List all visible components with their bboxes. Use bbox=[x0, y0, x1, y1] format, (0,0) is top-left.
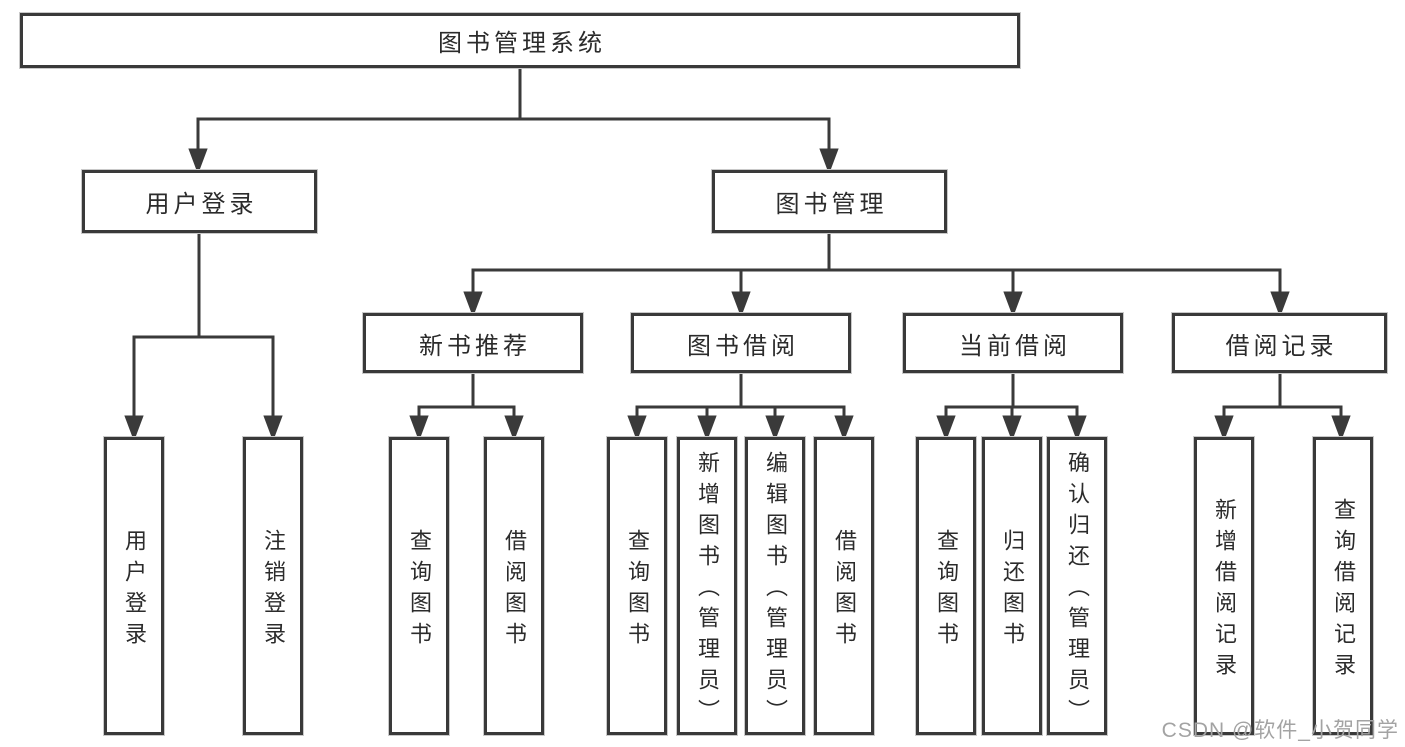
root-node-library-system: 图书管理系统 bbox=[20, 13, 1020, 68]
leaf-query-books-recommend: 查询图书 bbox=[389, 437, 449, 735]
leaf-borrow-books: 借阅图书 bbox=[814, 437, 874, 735]
leaf-logout: 注销登录 bbox=[243, 437, 303, 735]
leaf-borrow-books-label: 借阅图书 bbox=[832, 528, 857, 653]
leaf-query-books-borrow: 查询图书 bbox=[607, 437, 667, 735]
node-current-borrow-label: 当前借阅 bbox=[959, 332, 1071, 360]
leaf-user-login: 用户登录 bbox=[104, 437, 164, 735]
leaf-query-borrow-record: 查询借阅记录 bbox=[1313, 437, 1373, 735]
node-user-login-label: 用户登录 bbox=[145, 191, 258, 218]
leaf-logout-label: 注销登录 bbox=[261, 528, 286, 653]
leaf-query-borrow-record-label: 查询借阅记录 bbox=[1331, 497, 1356, 684]
node-user-login: 用户登录 bbox=[82, 170, 317, 233]
node-book-borrow-label: 图书借阅 bbox=[687, 332, 799, 360]
node-new-book-recommend-label: 新书推荐 bbox=[419, 332, 531, 360]
leaf-edit-books-admin: 编辑图书（管理员） bbox=[745, 437, 805, 735]
leaf-query-books-borrow-label: 查询图书 bbox=[625, 528, 650, 653]
node-book-borrow: 图书借阅 bbox=[631, 313, 851, 373]
leaf-add-borrow-record: 新增借阅记录 bbox=[1194, 437, 1254, 735]
leaf-add-borrow-record-label: 新增借阅记录 bbox=[1212, 497, 1237, 684]
leaf-borrow-books-recommend-label: 借阅图书 bbox=[502, 528, 527, 653]
leaf-return-books: 归还图书 bbox=[982, 437, 1042, 735]
leaf-add-books-admin: 新增图书（管理员） bbox=[677, 437, 737, 735]
leaf-return-books-label: 归还图书 bbox=[1000, 528, 1025, 653]
leaf-query-books-current: 查询图书 bbox=[916, 437, 976, 735]
leaf-user-login-label: 用户登录 bbox=[122, 528, 147, 653]
node-book-management-label: 图书管理 bbox=[775, 191, 888, 218]
leaf-add-books-admin-label: 新增图书（管理员） bbox=[695, 451, 720, 730]
node-new-book-recommend: 新书推荐 bbox=[363, 313, 583, 373]
node-borrow-records: 借阅记录 bbox=[1172, 313, 1387, 373]
node-borrow-records-label: 借阅记录 bbox=[1225, 332, 1338, 360]
leaf-borrow-books-recommend: 借阅图书 bbox=[484, 437, 544, 735]
leaf-query-books-current-label: 查询图书 bbox=[934, 528, 959, 653]
leaf-edit-books-admin-label: 编辑图书（管理员） bbox=[763, 451, 788, 730]
node-book-management: 图书管理 bbox=[712, 170, 947, 233]
node-current-borrow: 当前借阅 bbox=[903, 313, 1123, 373]
csdn-watermark: CSDN @软件_小贺同学 bbox=[1161, 719, 1399, 742]
root-node-label: 图书管理系统 bbox=[438, 30, 606, 57]
leaf-confirm-return-admin: 确认归还（管理员） bbox=[1047, 437, 1107, 735]
leaf-query-books-recommend-label: 查询图书 bbox=[407, 528, 432, 653]
leaf-confirm-return-admin-label: 确认归还（管理员） bbox=[1065, 451, 1090, 730]
